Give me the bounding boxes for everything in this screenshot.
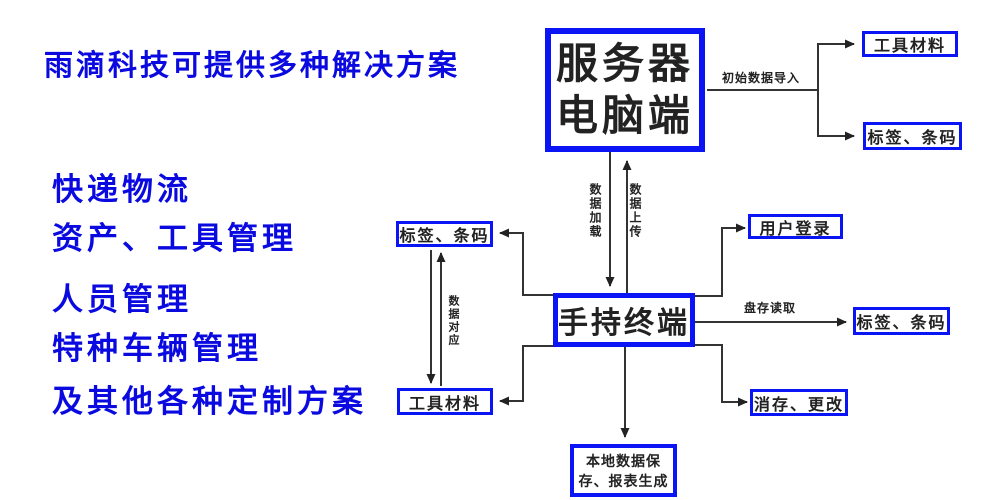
node-server-pc-line2: 电脑端: [555, 92, 694, 139]
solution-item-asset-tool-management: 资产、工具管理: [52, 221, 297, 256]
node-local-data-save-line1: 本地数据保: [586, 452, 661, 469]
node-erase-modify: 消存、更改: [750, 389, 848, 416]
edge-handheld-to-user-login: [695, 223, 746, 297]
node-server-pc: 服务器 电脑端: [545, 28, 705, 152]
edge-label-initial-data-import: 初始数据导入: [722, 69, 801, 86]
node-local-data-save-report: 本地数据保 存、报表生成: [570, 444, 677, 497]
node-server-pc-line1: 服务器: [555, 40, 694, 87]
node-handheld-terminal: 手持终端: [553, 293, 695, 347]
edge-label-data-load: 数据加载: [588, 183, 602, 239]
edge-handheld-to-tool-left: [499, 345, 555, 406]
edge-handheld-to-revise: [695, 344, 748, 407]
edge-handheld-to-barcode-left: [499, 228, 555, 296]
edge-server-to-barcode-top: [817, 90, 855, 141]
solution-item-special-vehicle-management: 特种车辆管理: [52, 331, 262, 366]
solution-item-express-logistics: 快递物流: [52, 172, 192, 207]
node-local-data-save-line2: 存、报表生成: [578, 472, 669, 489]
solution-item-personnel-management: 人员管理: [52, 282, 192, 317]
node-tool-materials-top: 工具材料: [862, 31, 958, 57]
edge-label-data-mapping: 数据对应: [447, 295, 459, 347]
node-label-barcode-left: 标签、条码: [396, 221, 493, 247]
solution-item-custom-solutions: 及其他各种定制方案: [52, 384, 367, 419]
node-label-barcode-top: 标签、条码: [863, 122, 962, 150]
edge-label-data-upload: 数据上传: [628, 183, 642, 239]
page-title: 雨滴科技可提供多种解决方案: [44, 50, 461, 82]
node-user-login: 用户登录: [748, 214, 843, 239]
edge-label-inventory-read: 盘存读取: [744, 299, 797, 316]
node-label-barcode-right: 标签、条码: [853, 307, 950, 335]
node-tool-materials-left: 工具材料: [397, 388, 493, 415]
edge-server-to-tool-top: [707, 39, 855, 91]
